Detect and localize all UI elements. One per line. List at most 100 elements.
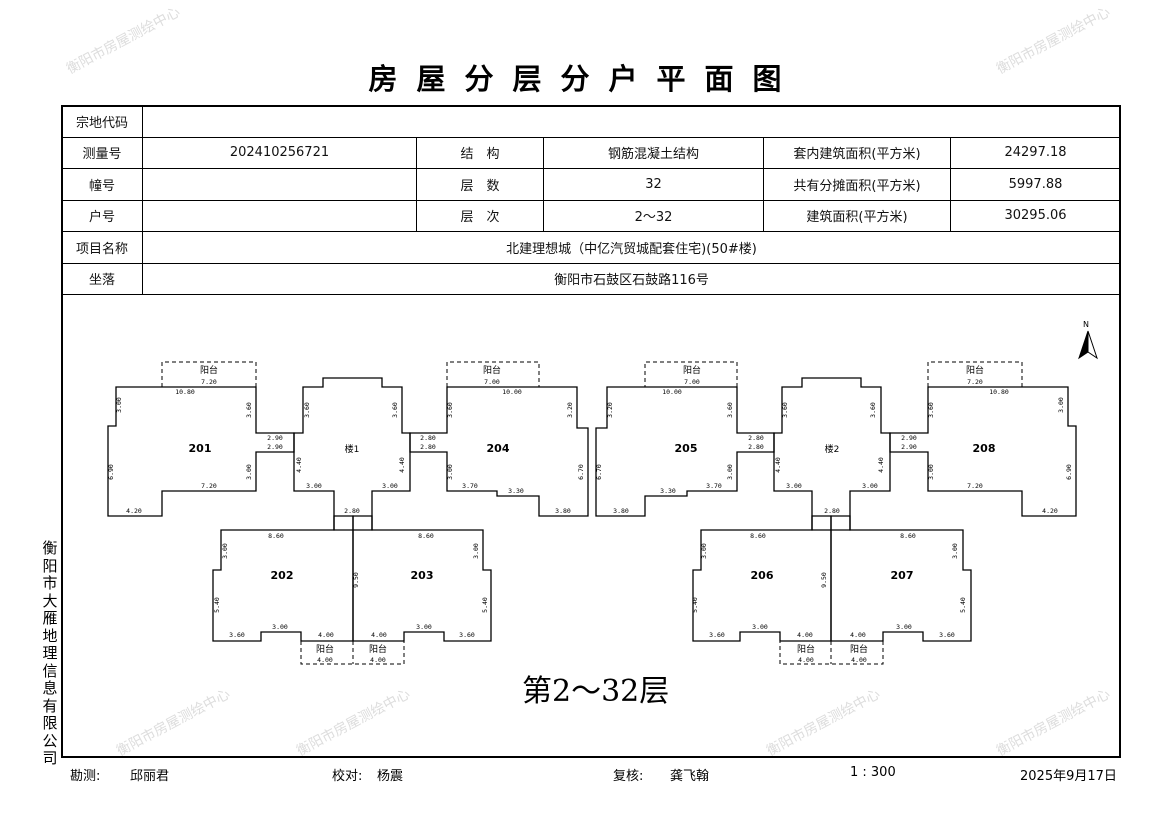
- dimension-label: 3.00: [726, 464, 734, 480]
- dimension-label: 7.20: [967, 378, 983, 386]
- north-arrow-icon: [1078, 330, 1089, 360]
- dimension-label: 3.60: [459, 631, 475, 639]
- dimension-label: 4.40: [774, 457, 782, 473]
- dimension-label: 4.00: [851, 656, 867, 664]
- dimension-label: 3.60: [446, 402, 454, 418]
- project-label: 项目名称: [61, 231, 143, 264]
- dimension-label: 2.90: [267, 443, 283, 451]
- room-label: 207: [891, 569, 914, 582]
- dimension-label: 3.00: [245, 464, 253, 480]
- dimension-label: 4.40: [398, 457, 406, 473]
- dimension-label: 4.00: [850, 631, 866, 639]
- dimension-label: 9.50: [820, 572, 828, 588]
- dimension-label: 3.00: [272, 623, 288, 631]
- dimension-label: 4.20: [1042, 507, 1058, 515]
- dimension-label: 7.20: [967, 482, 983, 490]
- date: 2025年9月17日: [1020, 769, 1117, 784]
- survey-no-label: 测量号: [61, 136, 143, 169]
- dimension-label: 3.00: [382, 482, 398, 490]
- dimension-label: 4.00: [318, 631, 334, 639]
- room-label: 202: [271, 569, 294, 582]
- dimension-label: 4.00: [797, 631, 813, 639]
- dimension-label: 3.70: [706, 482, 722, 490]
- dimension-label: 8.60: [750, 532, 766, 540]
- dimension-label: 2.80: [420, 434, 436, 442]
- room-label: 楼2: [825, 443, 840, 455]
- dimension-label: 8.60: [268, 532, 284, 540]
- dimension-label: 3.00: [752, 623, 768, 631]
- dimension-label: 3.60: [229, 631, 245, 639]
- dimension-label: 3.60: [927, 402, 935, 418]
- dimension-label: 2.80: [420, 443, 436, 451]
- dimension-label: 7.20: [201, 378, 217, 386]
- page-title: 房屋分层分户平面图: [368, 62, 801, 96]
- dimension-label: 6.70: [595, 464, 603, 480]
- balcony-outline: [161, 361, 257, 387]
- dimension-label: 3.60: [391, 402, 399, 418]
- dimension-label: 10.80: [175, 388, 195, 396]
- dimension-label: 5.40: [213, 597, 221, 613]
- dimension-label: 2.90: [901, 443, 917, 451]
- dimension-label: 3.60: [726, 402, 734, 418]
- dimension-label: 3.60: [869, 402, 877, 418]
- dimension-label: 8.60: [900, 532, 916, 540]
- dimension-label: 7.00: [684, 378, 700, 386]
- shared-area: 5997.88: [950, 168, 1121, 201]
- dimension-label: 6.90: [1065, 464, 1073, 480]
- surveyor: 邱丽君: [130, 769, 170, 784]
- balcony-label: 阳台: [369, 643, 387, 655]
- dimension-label: 3.00: [306, 482, 322, 490]
- balcony-label: 阳台: [316, 643, 334, 655]
- room-label: 205: [675, 442, 698, 455]
- balcony-label: 阳台: [797, 643, 815, 655]
- floor-label: 第2～32层: [522, 674, 670, 709]
- dimension-label: 10.00: [502, 388, 522, 396]
- building-no: [142, 168, 417, 201]
- dimension-label: 5.40: [481, 597, 489, 613]
- dimension-label: 8.60: [418, 532, 434, 540]
- dimension-label: 3.00: [1057, 397, 1065, 413]
- balcony-outline: [446, 361, 540, 387]
- balcony-label: 阳台: [683, 364, 701, 376]
- floors: 32: [543, 168, 764, 201]
- right-unit-c-outline: [830, 515, 972, 642]
- unit-no-label: 户号: [61, 199, 143, 232]
- dimension-label: 3.60: [939, 631, 955, 639]
- dimension-label: 3.00: [115, 397, 123, 413]
- room-label: 204: [487, 442, 510, 455]
- balcony-label: 阳台: [850, 643, 868, 655]
- room-label: 楼1: [345, 443, 360, 455]
- dimension-label: 3.60: [781, 402, 789, 418]
- dimension-label: 4.00: [370, 656, 386, 664]
- building-no-label: 幢号: [61, 168, 143, 201]
- dimension-label: 3.60: [245, 402, 253, 418]
- dimension-label: 7.00: [484, 378, 500, 386]
- dimension-label: 3.00: [700, 543, 708, 559]
- left-unit-c-outline: [212, 515, 354, 642]
- dimension-label: 3.20: [606, 402, 614, 418]
- balcony-outline: [927, 361, 1023, 387]
- structure-label: 结 构: [416, 136, 544, 169]
- room-label: 203: [411, 569, 434, 582]
- dimension-label: 6.90: [107, 464, 115, 480]
- check-label: 校对:: [332, 769, 363, 784]
- dimension-label: 3.00: [446, 464, 454, 480]
- reviewer: 龚飞翰: [670, 769, 710, 784]
- dimension-label: 4.00: [798, 656, 814, 664]
- dimension-label: 3.80: [555, 507, 571, 515]
- project-name: 北建理想城（中亿汽贸城配套住宅)(50#楼): [142, 231, 1121, 264]
- dimension-label: 6.70: [577, 464, 585, 480]
- dimension-label: 10.00: [662, 388, 682, 396]
- north-arrow-icon: [1087, 330, 1098, 360]
- dimension-label: 2.90: [267, 434, 283, 442]
- survey-label: 勘测:: [70, 769, 101, 784]
- dimension-label: 2.80: [748, 443, 764, 451]
- inner-area: 24297.18: [950, 136, 1121, 169]
- company-name: 衡阳市大雁地理信息有限公司: [42, 539, 58, 767]
- dimension-label: 3.00: [896, 623, 912, 631]
- dimension-label: 5.40: [691, 597, 699, 613]
- dimension-label: 3.80: [613, 507, 629, 515]
- location-label: 坐落: [61, 262, 143, 295]
- left-unit-b-outline: [409, 386, 589, 517]
